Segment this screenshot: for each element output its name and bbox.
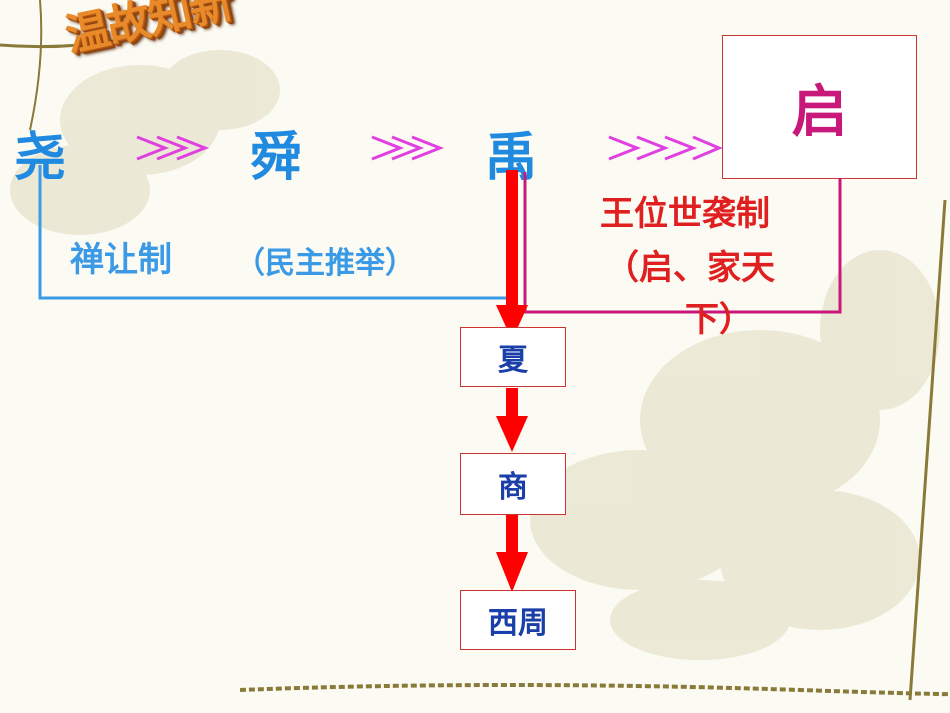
dynasty-xizhou: 西周: [488, 606, 548, 641]
chevron-arrow-icon: [371, 135, 445, 161]
dynasty-box-xizhou: 西周: [460, 590, 576, 650]
ruler-shun: 舜: [250, 128, 303, 188]
left-system-label: 禅让制: [70, 240, 172, 280]
chevron-arrow-icon: [136, 135, 210, 161]
successor-qi: 启: [791, 79, 848, 145]
dynasty-box-shang: 商: [460, 453, 566, 515]
dynasty-xia: 夏: [498, 343, 528, 378]
successor-box: 启: [722, 35, 917, 179]
right-system-line1: 王位世袭制: [600, 194, 770, 234]
dynasty-shang: 商: [498, 470, 528, 505]
right-system-line3: 下）: [685, 300, 753, 340]
right-system-line2: （启、家天: [605, 248, 775, 288]
chevron-arrow-icon: [608, 135, 722, 161]
left-system-paren: （民主推举）: [235, 246, 415, 281]
dynasty-box-xia: 夏: [460, 327, 566, 387]
